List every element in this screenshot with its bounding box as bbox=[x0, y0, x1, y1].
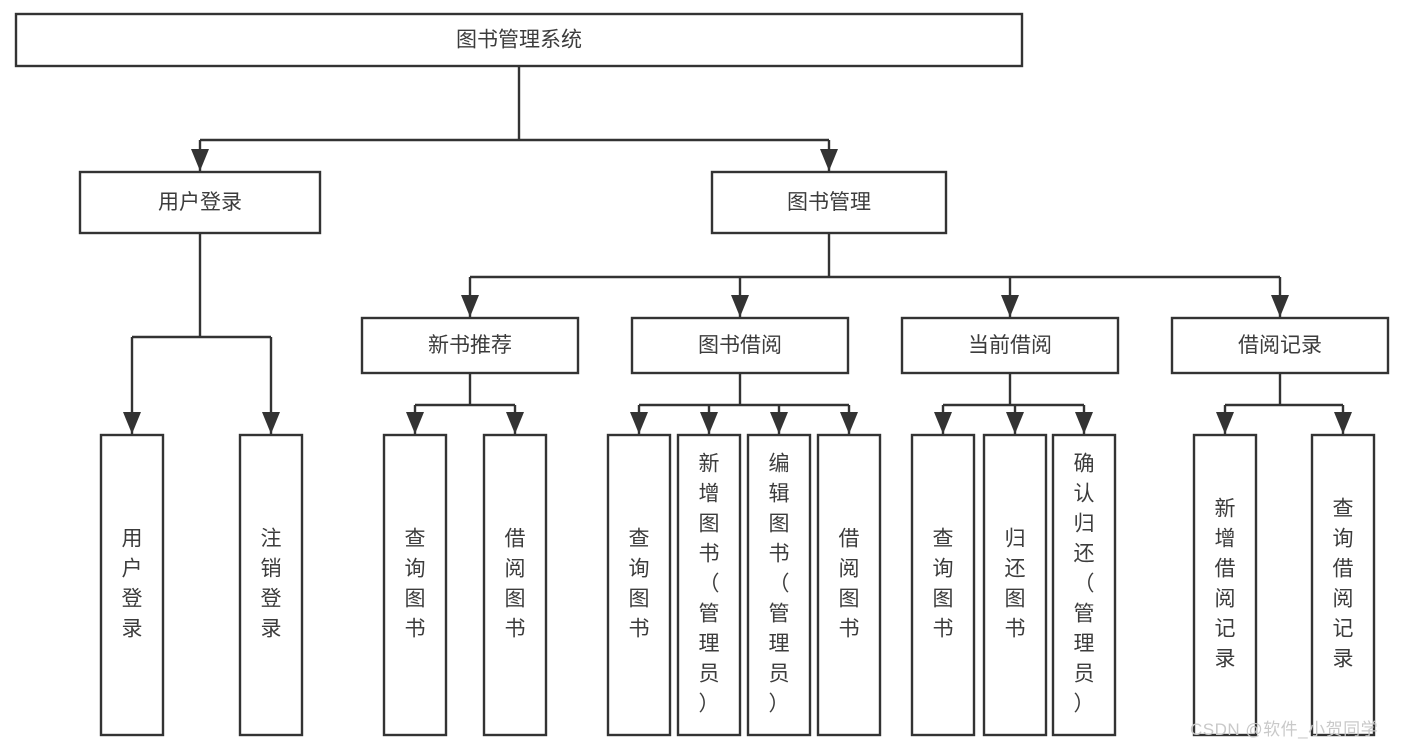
node-label-leaf-edit-book: 编辑图书（管理员） bbox=[769, 453, 790, 716]
node-label-leaf-query-record: 查询借阅记录 bbox=[1333, 498, 1354, 671]
node-leaf-query-book-borrow[interactable]: 查询图书 bbox=[606, 433, 672, 737]
node-box-leaf-query-book-current bbox=[910, 433, 976, 737]
node-new-book-recommend[interactable]: 新书推荐 bbox=[360, 316, 580, 375]
node-label-leaf-add-record: 新增借阅记录 bbox=[1215, 498, 1236, 671]
node-box-current-borrow bbox=[900, 316, 1120, 375]
arrow-head-icon bbox=[1216, 412, 1234, 434]
arrow-head-icon bbox=[1271, 295, 1289, 317]
node-box-leaf-query-book-new bbox=[382, 433, 448, 737]
node-box-leaf-borrow-book-new bbox=[482, 433, 548, 737]
node-box-leaf-confirm-return bbox=[1051, 433, 1117, 737]
node-label-root: 图书管理系统 bbox=[456, 29, 582, 52]
node-leaf-add-record[interactable]: 新增借阅记录 bbox=[1192, 433, 1258, 737]
arrow-head-icon bbox=[461, 295, 479, 317]
node-leaf-confirm-return[interactable]: 确认归还（管理员） bbox=[1051, 433, 1117, 737]
node-leaf-user-login[interactable]: 用户登录 bbox=[99, 433, 165, 737]
node-label-leaf-query-book-borrow: 查询图书 bbox=[629, 528, 650, 641]
node-label-user-login: 用户登录 bbox=[158, 191, 242, 214]
arrow-head-icon bbox=[123, 412, 141, 434]
node-box-leaf-borrow-book bbox=[816, 433, 882, 737]
arrow-head-icon bbox=[1075, 412, 1093, 434]
node-box-new-book-recommend bbox=[360, 316, 580, 375]
node-label-new-book-recommend: 新书推荐 bbox=[428, 334, 512, 357]
node-label-leaf-borrow-book: 借阅图书 bbox=[839, 528, 860, 641]
node-box-leaf-edit-book bbox=[746, 433, 812, 737]
node-label-leaf-logout: 注销登录 bbox=[261, 528, 282, 641]
node-book-management[interactable]: 图书管理 bbox=[710, 170, 948, 235]
node-leaf-borrow-book[interactable]: 借阅图书 bbox=[816, 433, 882, 737]
node-label-leaf-query-book-new: 查询图书 bbox=[405, 528, 426, 641]
node-box-book-borrow bbox=[630, 316, 850, 375]
arrow-head-icon bbox=[630, 412, 648, 434]
node-box-root bbox=[14, 12, 1024, 68]
node-root[interactable]: 图书管理系统 bbox=[14, 12, 1024, 68]
node-label-book-management: 图书管理 bbox=[787, 191, 871, 214]
arrow-head-icon bbox=[406, 412, 424, 434]
node-label-borrow-record: 借阅记录 bbox=[1238, 334, 1322, 357]
node-label-book-borrow: 图书借阅 bbox=[698, 334, 782, 357]
node-box-leaf-return-book bbox=[982, 433, 1048, 737]
node-borrow-record[interactable]: 借阅记录 bbox=[1170, 316, 1390, 375]
arrow-head-icon bbox=[840, 412, 858, 434]
arrow-head-icon bbox=[1006, 412, 1024, 434]
node-label-leaf-return-book: 归还图书 bbox=[1005, 528, 1026, 641]
node-box-borrow-record bbox=[1170, 316, 1390, 375]
node-leaf-edit-book[interactable]: 编辑图书（管理员） bbox=[746, 433, 812, 737]
node-box-leaf-user-login bbox=[99, 433, 165, 737]
node-label-leaf-add-book: 新增图书（管理员） bbox=[699, 453, 720, 716]
arrow-head-icon bbox=[700, 412, 718, 434]
node-label-leaf-confirm-return: 确认归还（管理员） bbox=[1074, 453, 1095, 716]
arrow-head-icon bbox=[506, 412, 524, 434]
node-box-leaf-query-book-borrow bbox=[606, 433, 672, 737]
node-box-leaf-add-record bbox=[1192, 433, 1258, 737]
arrow-head-icon bbox=[731, 295, 749, 317]
arrow-head-icon bbox=[820, 149, 838, 171]
node-leaf-add-book[interactable]: 新增图书（管理员） bbox=[676, 433, 742, 737]
node-box-leaf-add-book bbox=[676, 433, 742, 737]
node-leaf-query-book-new[interactable]: 查询图书 bbox=[382, 433, 448, 737]
node-user-login[interactable]: 用户登录 bbox=[78, 170, 322, 235]
node-label-leaf-borrow-book-new: 借阅图书 bbox=[505, 528, 526, 641]
arrow-head-icon bbox=[770, 412, 788, 434]
node-book-borrow[interactable]: 图书借阅 bbox=[630, 316, 850, 375]
node-box-leaf-logout bbox=[238, 433, 304, 737]
node-leaf-borrow-book-new[interactable]: 借阅图书 bbox=[482, 433, 548, 737]
node-label-leaf-query-book-current: 查询图书 bbox=[933, 528, 954, 641]
nodes-layer: 图书管理系统用户登录图书管理新书推荐图书借阅当前借阅借阅记录用户登录注销登录查询… bbox=[14, 12, 1390, 737]
connectors-layer bbox=[123, 66, 1352, 434]
arrow-head-icon bbox=[934, 412, 952, 434]
arrow-head-icon bbox=[191, 149, 209, 171]
arrow-head-icon bbox=[262, 412, 280, 434]
arrow-head-icon bbox=[1001, 295, 1019, 317]
node-label-leaf-user-login: 用户登录 bbox=[122, 528, 143, 641]
node-current-borrow[interactable]: 当前借阅 bbox=[900, 316, 1120, 375]
node-box-book-management bbox=[710, 170, 948, 235]
node-leaf-query-record[interactable]: 查询借阅记录 bbox=[1310, 433, 1376, 737]
node-leaf-query-book-current[interactable]: 查询图书 bbox=[910, 433, 976, 737]
node-box-leaf-query-record bbox=[1310, 433, 1376, 737]
node-label-current-borrow: 当前借阅 bbox=[968, 334, 1052, 357]
node-leaf-return-book[interactable]: 归还图书 bbox=[982, 433, 1048, 737]
node-box-user-login bbox=[78, 170, 322, 235]
node-leaf-logout[interactable]: 注销登录 bbox=[238, 433, 304, 737]
arrow-head-icon bbox=[1334, 412, 1352, 434]
